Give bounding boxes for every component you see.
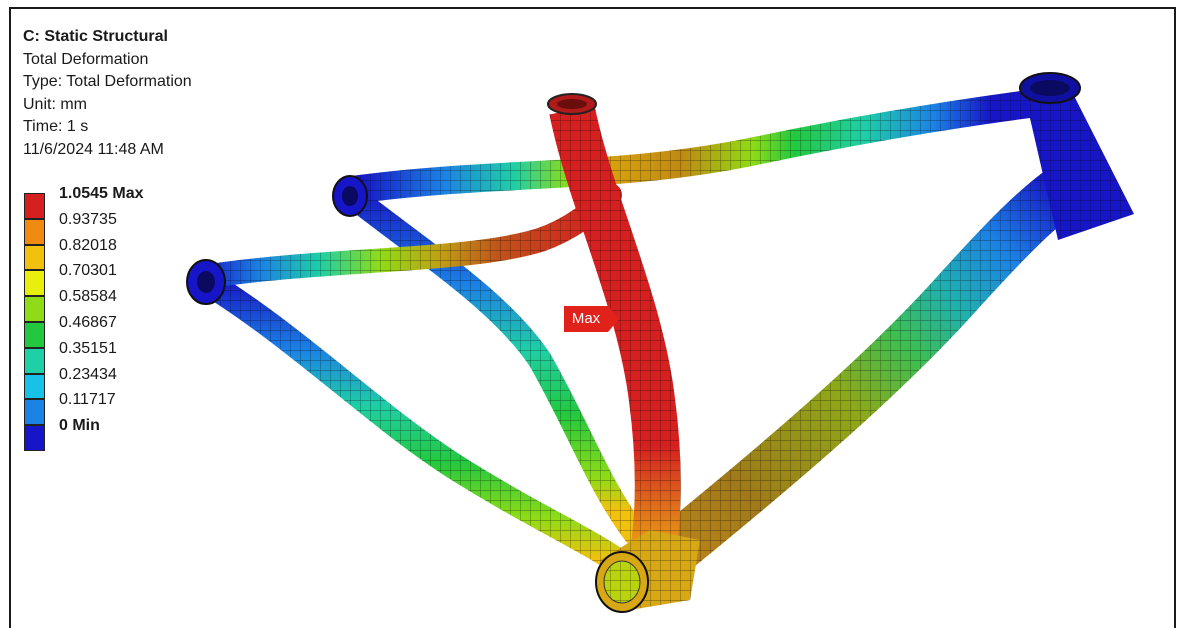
- result-info-panel: C: Static Structural Total Deformation T…: [23, 26, 192, 161]
- legend-band: [24, 425, 45, 451]
- legend-label-min: 0 Min: [59, 417, 100, 435]
- analysis-title: C: Static Structural: [23, 28, 168, 45]
- legend-band: [24, 399, 45, 426]
- max-probe-text: Max: [564, 306, 608, 332]
- result-type: Type: Total Deformation: [23, 73, 192, 90]
- viewport-border: [9, 7, 1176, 628]
- max-probe-pointer: [608, 306, 619, 332]
- result-time: Time: 1 s: [23, 118, 89, 135]
- legend-label: 0.70301: [59, 262, 117, 280]
- result-name: Total Deformation: [23, 50, 149, 68]
- legend-band: [24, 296, 45, 322]
- legend-label-max: 1.0545 Max: [59, 185, 144, 202]
- result-unit: Unit: mm: [23, 95, 87, 113]
- legend-band: [24, 322, 45, 348]
- legend-band: [24, 373, 45, 400]
- legend-label: 0.93735: [59, 210, 117, 228]
- legend-band: [24, 218, 45, 245]
- legend-label: 0.82018: [59, 236, 117, 254]
- legend-label: 0.58584: [59, 288, 117, 306]
- result-timestamp: 11/6/2024 11:48 AM: [23, 140, 164, 158]
- legend-band: [24, 347, 45, 374]
- legend-label: 0.23434: [59, 365, 117, 383]
- legend-band: [24, 270, 45, 297]
- legend-label: 0.35151: [59, 339, 117, 357]
- legend-label: 0.46867: [59, 314, 117, 331]
- legend-label: 0.11717: [59, 391, 116, 409]
- legend-band: [24, 193, 45, 219]
- legend-band: [24, 244, 45, 271]
